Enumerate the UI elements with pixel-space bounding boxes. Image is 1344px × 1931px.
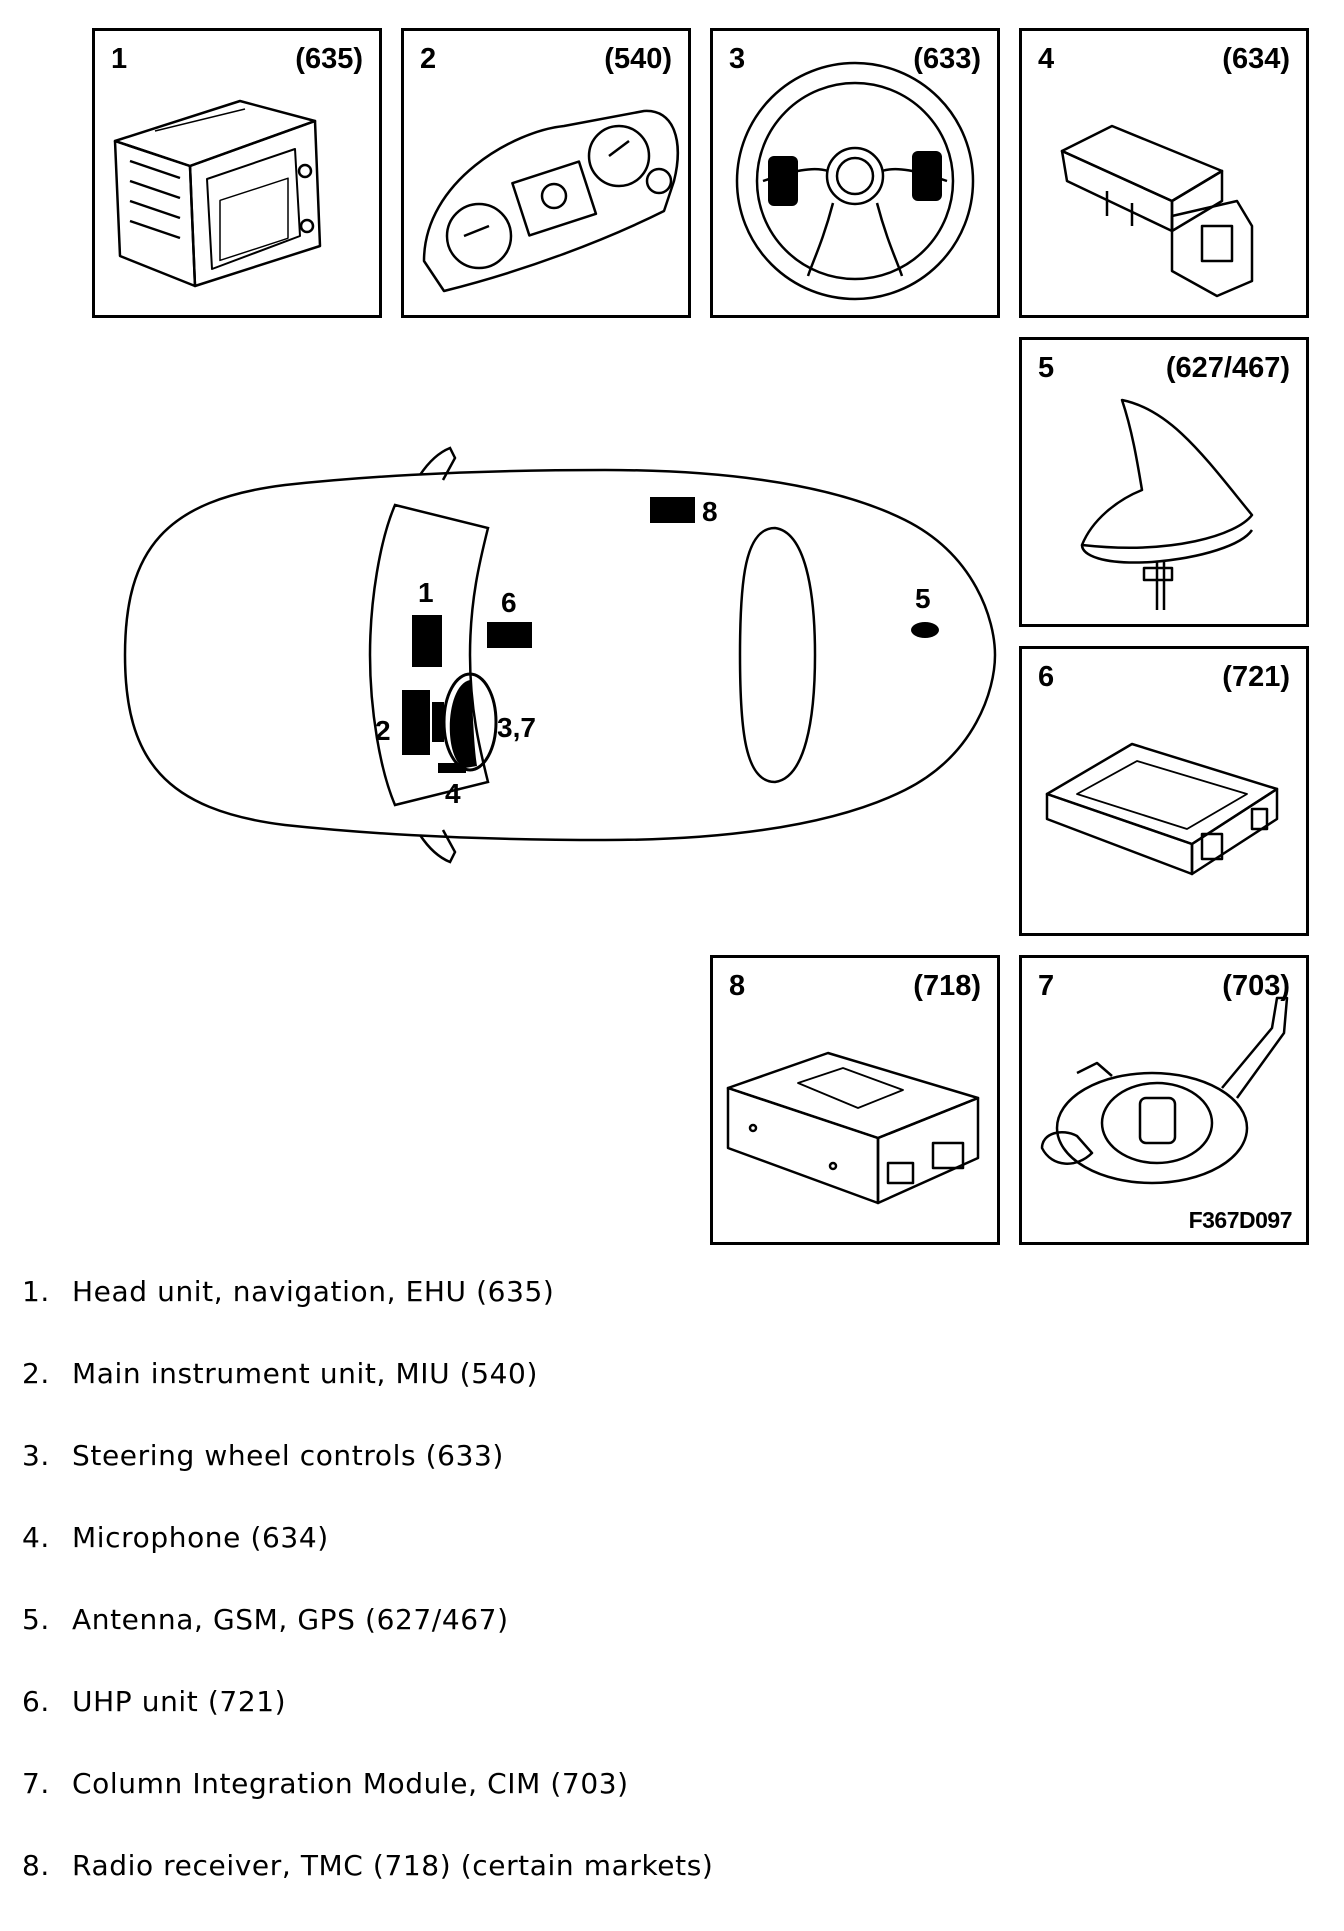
marker-steering-wheel [449,680,477,768]
component-number: 7 [1038,970,1055,1002]
legend-text: UHP unit (721) [72,1685,287,1718]
component-number: 2 [420,43,437,75]
marker-head-unit [412,615,442,667]
component-box-antenna: 5 (627/467) [1019,337,1309,627]
legend-index: 2. [22,1357,50,1390]
component-code: (721) [1222,661,1290,693]
cim-illustration [1040,996,1289,1185]
steering-wheel-illustration [735,61,975,301]
legend-text: Steering wheel controls (633) [72,1439,504,1472]
component-legend: 1. Head unit, navigation, EHU (635) 2. Mai… [22,1275,713,1931]
legend-text: Main instrument unit, MIU (540) [72,1357,538,1390]
car-label-6: 6 [501,587,517,618]
antenna-illustration [1080,398,1254,610]
component-number: 4 [1038,43,1055,75]
component-box-steering-wheel: 3 (633) [710,28,1000,318]
component-number: 5 [1038,352,1055,384]
component-number: 8 [729,970,746,1002]
legend-index: 5. [22,1603,50,1636]
legend-index: 3. [22,1439,50,1472]
car-label-4: 4 [445,778,461,809]
car-label-2: 2 [375,715,391,746]
uhp-unit-illustration [1045,742,1279,876]
legend-item: 7. Column Integration Module, CIM (703) [22,1767,713,1849]
component-box-cim: 7 (703) F367D097 [1019,955,1309,1245]
component-box-radio-receiver: 8 (718) [710,955,1000,1245]
component-box-instrument-unit: 2 (540) [401,28,691,318]
component-location-markers [402,497,939,773]
marker-microphone [438,763,466,773]
component-number: 3 [729,43,746,75]
marker-radio-receiver [650,497,695,523]
microphone-illustration [1060,124,1254,298]
component-code: (703) [1222,970,1290,1002]
head-unit-illustration [113,99,322,288]
marker-uhp-unit [487,622,532,648]
component-code: (718) [913,970,981,1002]
marker-antenna [911,622,939,638]
component-number: 6 [1038,661,1055,693]
component-box-microphone: 4 (634) [1019,28,1309,318]
legend-item: 1. Head unit, navigation, EHU (635) [22,1275,713,1357]
car-top-view-diagram: 1 2 3,7 4 5 6 8 [123,446,997,864]
legend-text: Microphone (634) [72,1521,329,1554]
car-label-5: 5 [915,583,931,614]
legend-index: 7. [22,1767,50,1800]
radio-receiver-illustration [726,1051,980,1205]
legend-index: 6. [22,1685,50,1718]
component-box-uhp-unit: 6 (721) [1019,646,1309,936]
legend-item: 4. Microphone (634) [22,1521,713,1603]
component-code: (633) [913,43,981,75]
legend-text: Column Integration Module, CIM (703) [72,1767,629,1800]
legend-index: 8. [22,1849,50,1882]
component-box-head-unit: 1 (635) [92,28,382,318]
legend-text: Radio receiver, TMC (718) (certain marke… [72,1849,714,1882]
component-code: (634) [1222,43,1290,75]
legend-item: 6. UHP unit (721) [22,1685,713,1767]
legend-item: 8. Radio receiver, TMC (718) (certain mar… [22,1849,713,1931]
legend-item: 2. Main instrument unit, MIU (540) [22,1357,713,1439]
component-code: (635) [295,43,363,75]
component-code: (627/467) [1165,352,1290,384]
legend-text: Antenna, GSM, GPS (627/467) [72,1603,509,1636]
figure-id: F367D097 [1188,1207,1293,1233]
car-label-3-7: 3,7 [497,712,536,743]
car-label-1: 1 [418,577,434,608]
component-code: (540) [604,43,672,75]
component-number: 1 [111,43,128,75]
marker-instrument-unit [402,690,430,755]
legend-text: Head unit, navigation, EHU (635) [72,1275,555,1308]
legend-index: 1. [22,1275,50,1308]
instrument-cluster-illustration [422,109,679,293]
legend-item: 3. Steering wheel controls (633) [22,1439,713,1521]
car-label-8: 8 [702,496,718,527]
marker-instrument-lens [432,702,444,742]
legend-index: 4. [22,1521,50,1554]
legend-item: 5. Antenna, GSM, GPS (627/467) [22,1603,713,1685]
